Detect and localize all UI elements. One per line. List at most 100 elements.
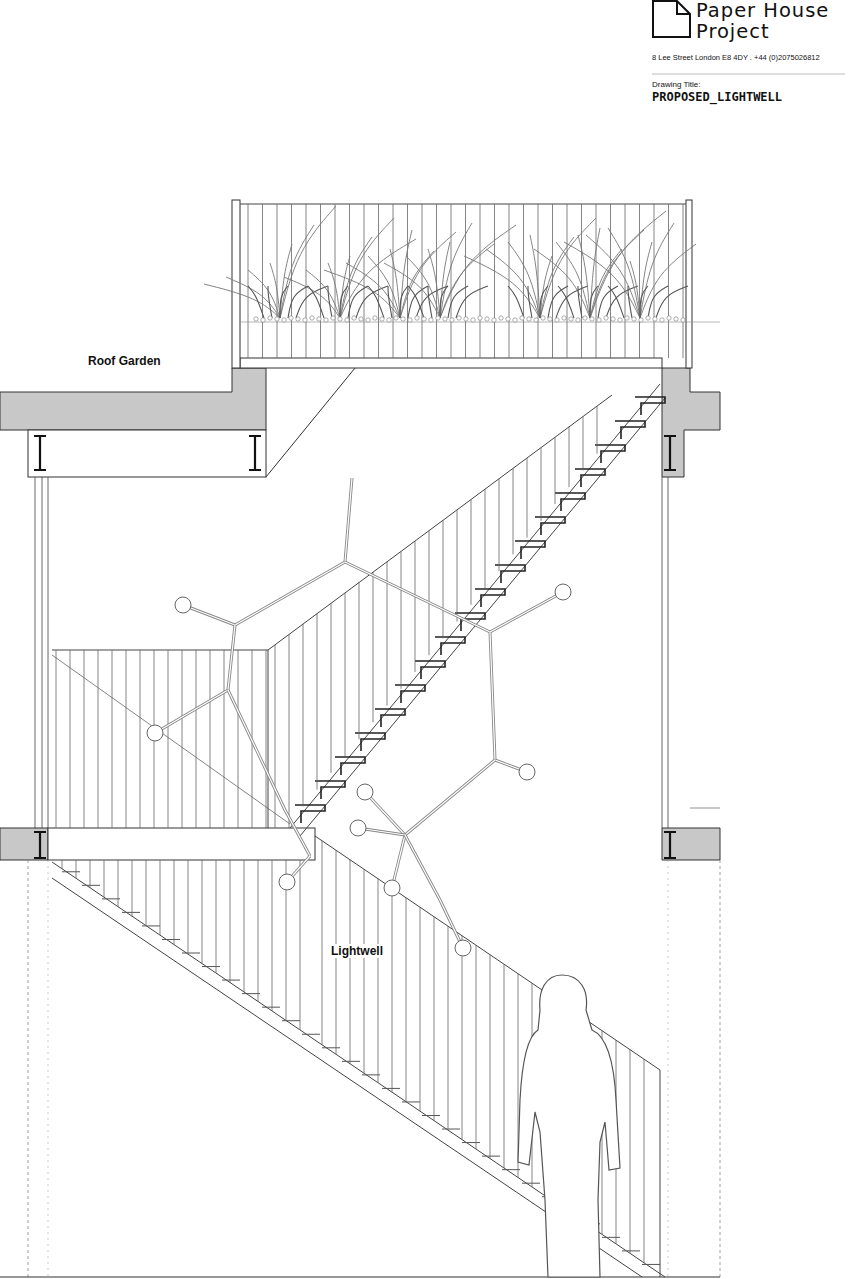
drawn-line	[240, 204, 686, 205]
stair-tread	[575, 469, 605, 487]
space-label: Roof Garden	[85, 354, 164, 368]
steel-beam	[249, 436, 261, 470]
pebble	[548, 317, 552, 321]
leaf	[280, 286, 288, 318]
light-stem	[405, 760, 495, 835]
baluster	[76, 860, 77, 878]
grass-blade	[428, 249, 440, 318]
stair-tread	[102, 898, 120, 899]
pebble	[261, 318, 265, 322]
light-stem	[235, 562, 345, 625]
drawing-title: PROPOSED_LIGHTWELL	[652, 90, 782, 104]
pebble	[583, 316, 587, 320]
baluster	[406, 898, 407, 1102]
baluster	[552, 204, 553, 358]
stair-tread	[642, 1264, 660, 1265]
baluster	[335, 204, 336, 358]
baluster	[392, 888, 393, 1092]
stair-tread	[435, 637, 465, 655]
light-stem	[235, 562, 345, 625]
baluster	[443, 520, 444, 638]
grass-blade	[328, 263, 340, 318]
hidden-line	[720, 860, 721, 1279]
leaf	[528, 286, 532, 318]
stair-tread	[482, 1156, 500, 1157]
stair-tread	[262, 1007, 280, 1008]
baluster	[610, 204, 611, 358]
pebble	[352, 316, 356, 320]
stair-tread	[315, 781, 345, 799]
space-label: Lightwell	[328, 944, 386, 958]
baluster	[639, 204, 640, 358]
leaf	[268, 286, 272, 318]
pebble	[429, 318, 433, 322]
stair-tread	[502, 1169, 520, 1170]
pebble	[303, 318, 307, 322]
baluster	[112, 650, 113, 828]
leaf	[640, 286, 648, 318]
baluster	[244, 860, 245, 992]
light-stem	[228, 625, 235, 690]
stair-tread	[182, 953, 200, 954]
light-stem	[228, 690, 285, 810]
field-label: Drawing Title:	[652, 80, 700, 89]
leaf	[328, 286, 332, 318]
stair-tread	[382, 1088, 400, 1089]
stair-tread	[295, 805, 325, 823]
baluster	[378, 879, 379, 1083]
grass-blade	[540, 218, 596, 318]
light-globe	[357, 784, 373, 800]
grass-blade	[406, 256, 440, 318]
baluster	[567, 204, 568, 358]
baluster	[126, 650, 127, 828]
grass-blade	[564, 242, 640, 318]
baluster	[303, 624, 304, 806]
slab-section	[0, 828, 48, 860]
baluster	[306, 204, 307, 358]
leaf	[416, 286, 448, 318]
baluster	[480, 204, 481, 358]
baluster	[581, 204, 582, 358]
baluster	[331, 603, 332, 773]
steel-beam	[664, 832, 676, 858]
stair-tread	[442, 1129, 460, 1130]
drawn-line	[266, 368, 355, 477]
stair-tread	[222, 980, 240, 981]
pebble	[555, 318, 559, 322]
baluster	[630, 1050, 631, 1254]
baluster	[216, 860, 217, 973]
pebble	[380, 317, 384, 321]
baluster	[654, 204, 655, 358]
stair-tread	[82, 885, 100, 886]
baluster	[132, 860, 133, 916]
hidden-line	[668, 860, 669, 1279]
light-globe	[455, 940, 471, 956]
baluster	[644, 1059, 645, 1263]
stair-tread	[402, 1101, 420, 1102]
baluster	[146, 860, 147, 926]
pebble	[625, 316, 629, 320]
stair-tread	[282, 1020, 300, 1021]
grass-blade	[440, 244, 494, 318]
light-globe	[279, 874, 295, 890]
drawn-line	[52, 655, 290, 824]
leaf	[540, 286, 548, 318]
light-globe	[147, 725, 163, 741]
leaf	[578, 286, 582, 318]
pebble	[331, 316, 335, 320]
pebble	[541, 316, 545, 320]
pebble	[282, 318, 286, 322]
pebble	[478, 316, 482, 320]
stair-tread	[362, 1074, 380, 1075]
grass-blade	[248, 270, 280, 318]
pebble	[359, 317, 363, 321]
baluster	[272, 860, 273, 1011]
light-stem	[228, 690, 285, 810]
baluster	[504, 964, 505, 1168]
light-stem	[345, 478, 352, 562]
stair-tread	[202, 966, 220, 967]
stringer	[52, 878, 642, 1277]
stair-tread	[475, 589, 505, 607]
pebble	[632, 317, 636, 321]
